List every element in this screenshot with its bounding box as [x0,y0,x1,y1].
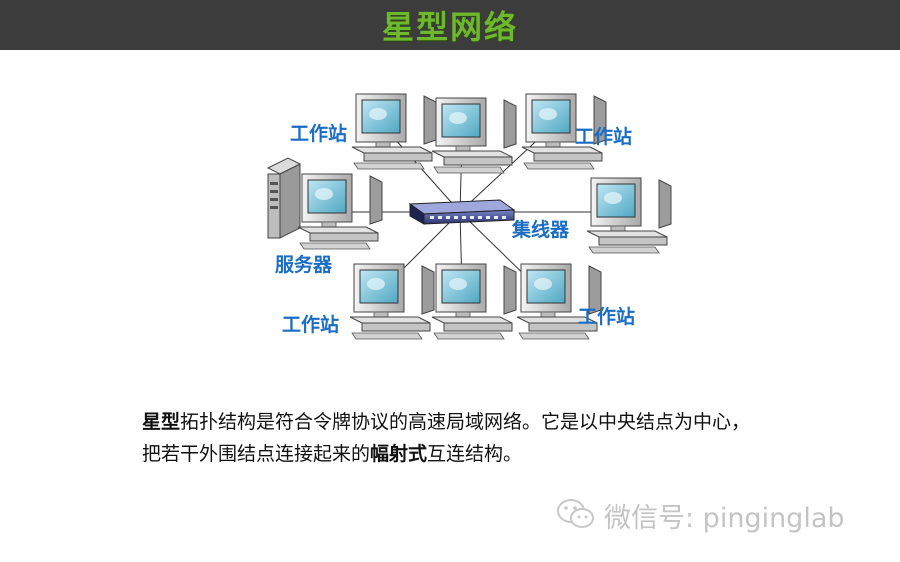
hub-icon [408,199,516,225]
page-title: 星型网络 [381,8,518,46]
workstation-right [586,177,672,254]
watermark: 微信号: pinginglab [556,496,845,535]
label-hub: 集线器 [511,218,570,241]
wechat-icon [556,497,596,535]
workstation-top-center [431,97,517,174]
bold-term-radial: 幅射式 [370,443,428,465]
bold-term-star: 星型 [142,411,181,433]
watermark-text: 微信号: pinginglab [604,503,845,534]
description-line-2-post: 互连结构。 [427,443,523,465]
description-text: 星型拓扑结构是符合令牌协议的高速局域网络。它是以中央结点为中心， 把若干外围结点… [142,406,882,470]
label-workstation-bottom-right: 工作站 [578,305,635,328]
workstation-bottom-left [349,263,435,340]
label-workstation-top-right: 工作站 [575,125,632,148]
workstation-bottom-center [431,263,517,340]
description-line-2-pre: 把若干外围结点连接起来的 [142,443,371,465]
description-line-2: 把若干外围结点连接起来的幅射式互连结构。 [142,438,882,470]
star-network-diagram: 工作站 工作站 集线器 服务器 工作站 工作站 [266,93,672,340]
label-workstation-bottom-left: 工作站 [282,313,339,336]
server-icon [266,157,383,250]
label-server: 服务器 [275,253,333,276]
label-workstation-top-left: 工作站 [290,122,347,145]
description-line-1-rest: 拓扑结构是符合令牌协议的高速局域网络。它是以中央结点为中心， [180,411,751,433]
workstation-top-left [351,93,437,170]
title-bar: 星型网络 [0,0,900,50]
description-line-1: 星型拓扑结构是符合令牌协议的高速局域网络。它是以中央结点为中心， [142,406,882,438]
